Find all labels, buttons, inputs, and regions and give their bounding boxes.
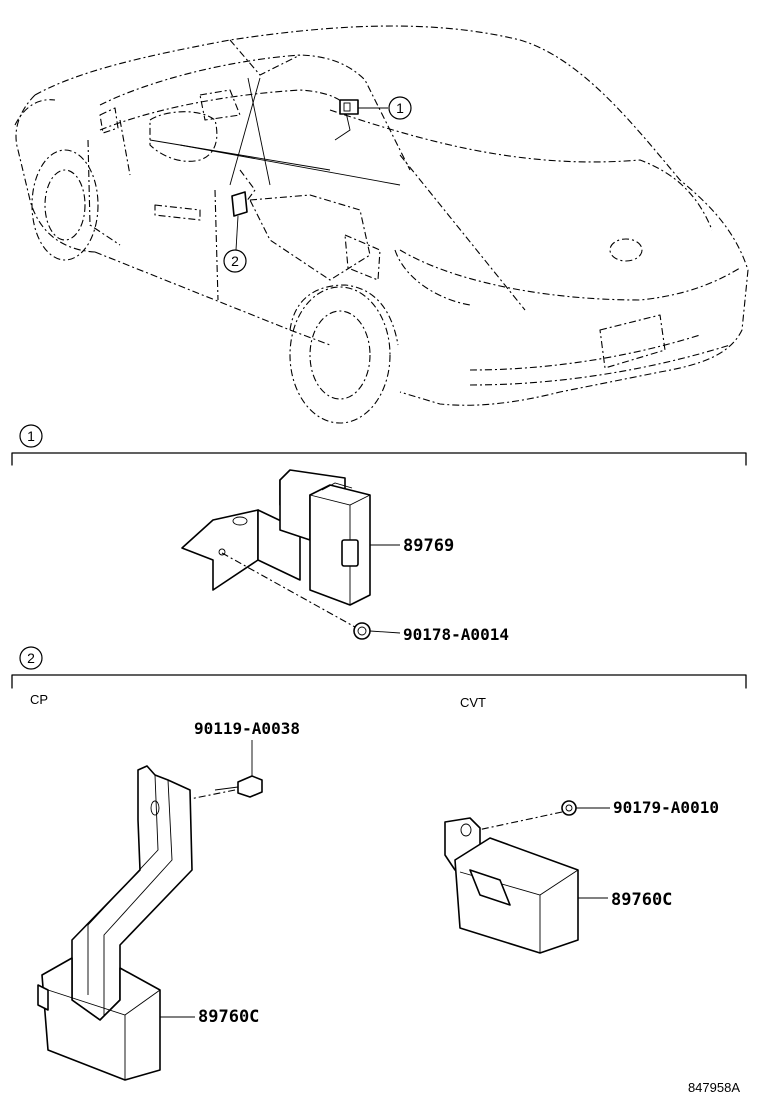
diagram-id: 847958A [688,1080,740,1095]
car-overview-illustration [14,25,749,424]
section-1-header: 1 [11,424,747,466]
cvt-module-bracket-illustration [444,800,610,954]
part-number-89769: 89769 [403,536,454,556]
section-2-header: 2 [11,646,747,689]
part-number-cp-89760c: 89760C [198,1007,259,1027]
cp-module-bracket-illustration [37,740,263,1081]
variant-label-cvt: CVT [460,695,486,710]
part-number-bolt-90119: 90119-A0038 [194,719,300,738]
section-1-marker: 1 [27,428,35,444]
section-2-marker: 2 [27,650,35,666]
part-number-nut-90179: 90179-A0010 [613,798,719,817]
part-number-cvt-89760c: 89760C [611,890,672,910]
module-89769-illustration [181,469,401,640]
callout-1-label: 1 [396,100,404,116]
part-number-nut-90178: 90178-A0014 [403,625,509,644]
variant-label-cp: CP [30,692,48,707]
callout-2: 2 [223,249,247,273]
callout-2-label: 2 [231,253,239,269]
callout-1: 1 [388,96,412,120]
